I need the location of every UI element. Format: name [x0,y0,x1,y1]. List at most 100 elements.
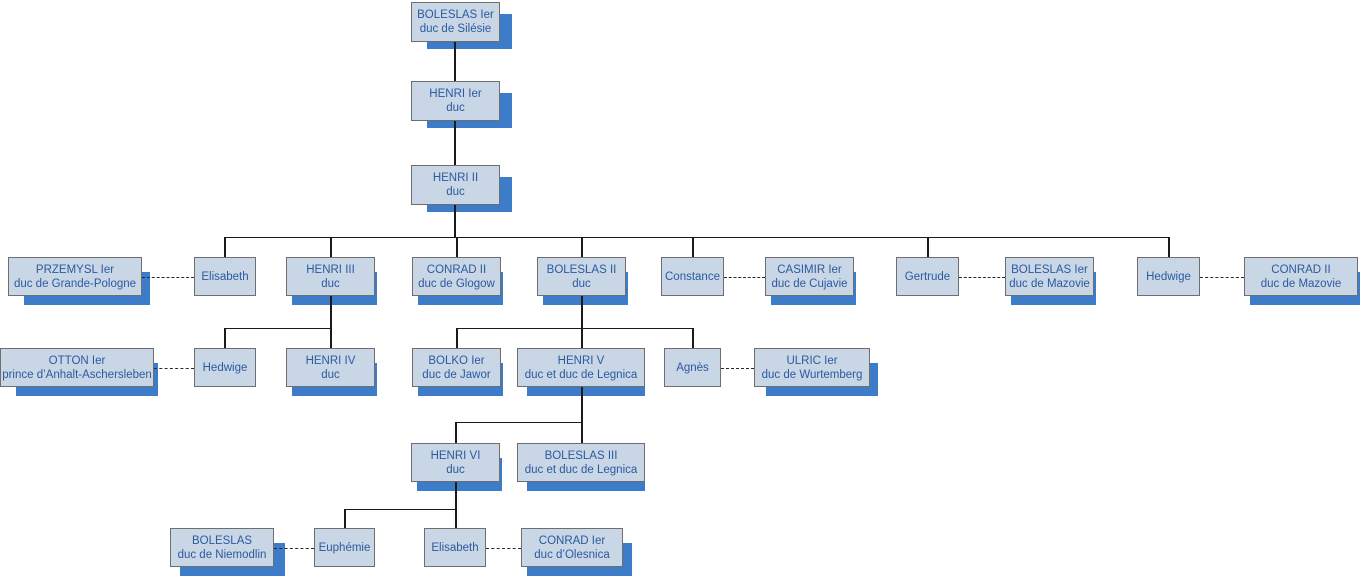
node-conrad2-glogow[interactable]: CONRAD II duc de Glogow [412,257,501,296]
node-conrad1-olesnica[interactable]: CONRAD Ier duc d’Olesnica [521,528,623,567]
node-line2: duc [446,102,465,114]
connector-henri5-stem [581,387,583,422]
node-line1: BOLESLAS [191,534,253,547]
node-line1: Agnès [676,361,709,374]
connector-henri6-children-bus [344,508,456,510]
node-line1: HENRI II [432,172,479,184]
connector-henri3-children-bus [224,327,331,329]
node-line1: CONRAD II [1271,263,1331,276]
connector-boleslas2-children-bus [456,327,693,329]
node-line2: duc [572,277,591,290]
node-line1: BOLESLAS III [544,449,618,462]
connector-henri6-stem [455,482,457,510]
node-line2: duc de Grande-Pologne [13,277,137,290]
node-hedwige-row4[interactable]: Hedwige [194,348,256,387]
marriage-link-przemysl-elisabeth [142,277,194,278]
node-boleslas2[interactable]: BOLESLAS II duc [537,257,626,296]
node-henri5[interactable]: HENRI V duc et duc de Legnica [517,348,645,387]
connector-drop-bolko1 [456,327,458,349]
node-line1: ULRIC Ier [786,354,838,367]
connector-drop-conrad2-glogow [456,236,458,258]
node-agnes[interactable]: Agnès [664,348,721,387]
marriage-link-constance-casimir [724,277,765,278]
node-line2: duc de Wurtemberg [761,368,863,381]
marriage-link-otton-hedwige [154,368,194,369]
connector-boleslas1-to-henri1 [454,42,456,81]
node-boleslas1-silesie[interactable]: BOLESLAS Ier duc de Silésie [411,2,500,42]
connector-drop-henri5 [581,327,583,349]
connector-henri5-children-bus [455,421,582,423]
node-elisabeth-row6[interactable]: Elisabeth [424,528,486,567]
node-line2: duc de Glogow [418,277,495,290]
connector-henri3-stem [330,296,332,329]
connector-drop-euphemie [344,508,346,529]
node-henri4[interactable]: HENRI IV duc [286,348,375,387]
node-line2: duc de Mazovie [1260,277,1342,290]
node-line1: OTTON Ier [48,354,106,367]
connector-drop-henri4 [330,327,332,349]
connector-drop-gertrude [927,236,929,258]
node-line1: HENRI VI [430,449,481,462]
connector-drop-hedwige-row4 [224,327,226,349]
node-line1: Hedwige [202,361,248,374]
node-line1: HENRI Ier [429,88,482,100]
node-constance[interactable]: Constance [661,257,724,296]
node-line1: BOLKO Ier [428,354,485,367]
connector-drop-henri6 [455,421,457,444]
connector-henri2-children-bus [224,236,1169,238]
node-line2: duc de Mazovie [1009,277,1090,290]
node-line1: CONRAD Ier [538,534,606,547]
node-bolko1-jawor[interactable]: BOLKO Ier duc de Jawor [412,348,501,387]
connector-drop-boleslas3 [581,421,583,444]
node-line1: HENRI IV [305,354,356,367]
node-line2: prince d’Anhalt-Aschersleben [2,368,152,381]
connector-drop-agnes [692,327,694,349]
node-henri6[interactable]: HENRI VI duc [411,443,500,482]
node-line2: duc de Jawor [422,368,491,381]
connector-drop-constance [692,236,694,258]
node-casimir1-cujavie[interactable]: CASIMIR Ier duc de Cujavie [765,257,854,296]
node-line1: CONRAD II [426,263,487,276]
node-line1: HENRI III [306,263,355,276]
connector-henri1-to-henri2 [454,121,456,165]
marriage-link-hedwige-conrad2mazovie [1200,277,1244,278]
node-boleslas1-mazovie[interactable]: BOLESLAS Ier duc de Mazovie [1005,257,1094,296]
node-line2: duc et duc de Legnica [524,463,638,476]
node-line1: Euphémie [318,541,371,554]
marriage-link-elisabeth-conrad1 [486,548,521,549]
node-line1: Gertrude [904,270,951,283]
connector-boleslas2-stem [581,296,583,329]
node-henri2[interactable]: HENRI II duc [411,165,500,205]
connector-drop-elisabeth-row6 [455,508,457,529]
node-gertrude[interactable]: Gertrude [896,257,959,296]
connector-drop-henri3 [330,236,332,258]
node-line2: duc [446,463,465,476]
node-conrad2-mazovie[interactable]: CONRAD II duc de Mazovie [1244,257,1358,296]
node-otton1[interactable]: OTTON Ier prince d’Anhalt-Aschersleben [0,348,154,387]
connector-drop-boleslas2 [581,236,583,258]
node-line2: duc [446,186,465,198]
node-line2: duc de Niemodlin [177,548,267,561]
node-line1: Elisabeth [431,541,479,554]
node-line2: duc et duc de Legnica [524,368,638,381]
node-przemysl1[interactable]: PRZEMYSL Ier duc de Grande-Pologne [8,257,142,296]
node-euphemie[interactable]: Euphémie [314,528,375,567]
node-henri1[interactable]: HENRI Ier duc [411,81,500,121]
node-line1: HENRI V [557,354,605,367]
node-ulric1-wurtemberg[interactable]: ULRIC Ier duc de Wurtemberg [754,348,870,387]
node-hedwige-row3[interactable]: Hedwige [1137,257,1200,296]
node-line1: BOLESLAS Ier [417,9,494,21]
node-henri3[interactable]: HENRI III duc [286,257,375,296]
node-elisabeth-row3[interactable]: Elisabeth [194,257,256,296]
node-line2: duc [321,368,340,381]
node-line1: BOLESLAS Ier [1011,263,1088,276]
node-line1: BOLESLAS II [546,263,617,276]
marriage-link-gertrude-boleslas1mazovie [959,277,1005,278]
marriage-link-agnes-ulric [721,368,754,369]
node-boleslas-niemodlin[interactable]: BOLESLAS duc de Niemodlin [170,528,274,567]
node-boleslas3[interactable]: BOLESLAS III duc et duc de Legnica [517,443,645,482]
node-line2: duc de Cujavie [771,277,848,290]
node-line1: Constance [665,270,720,283]
node-line2: duc d’Olesnica [534,548,610,561]
